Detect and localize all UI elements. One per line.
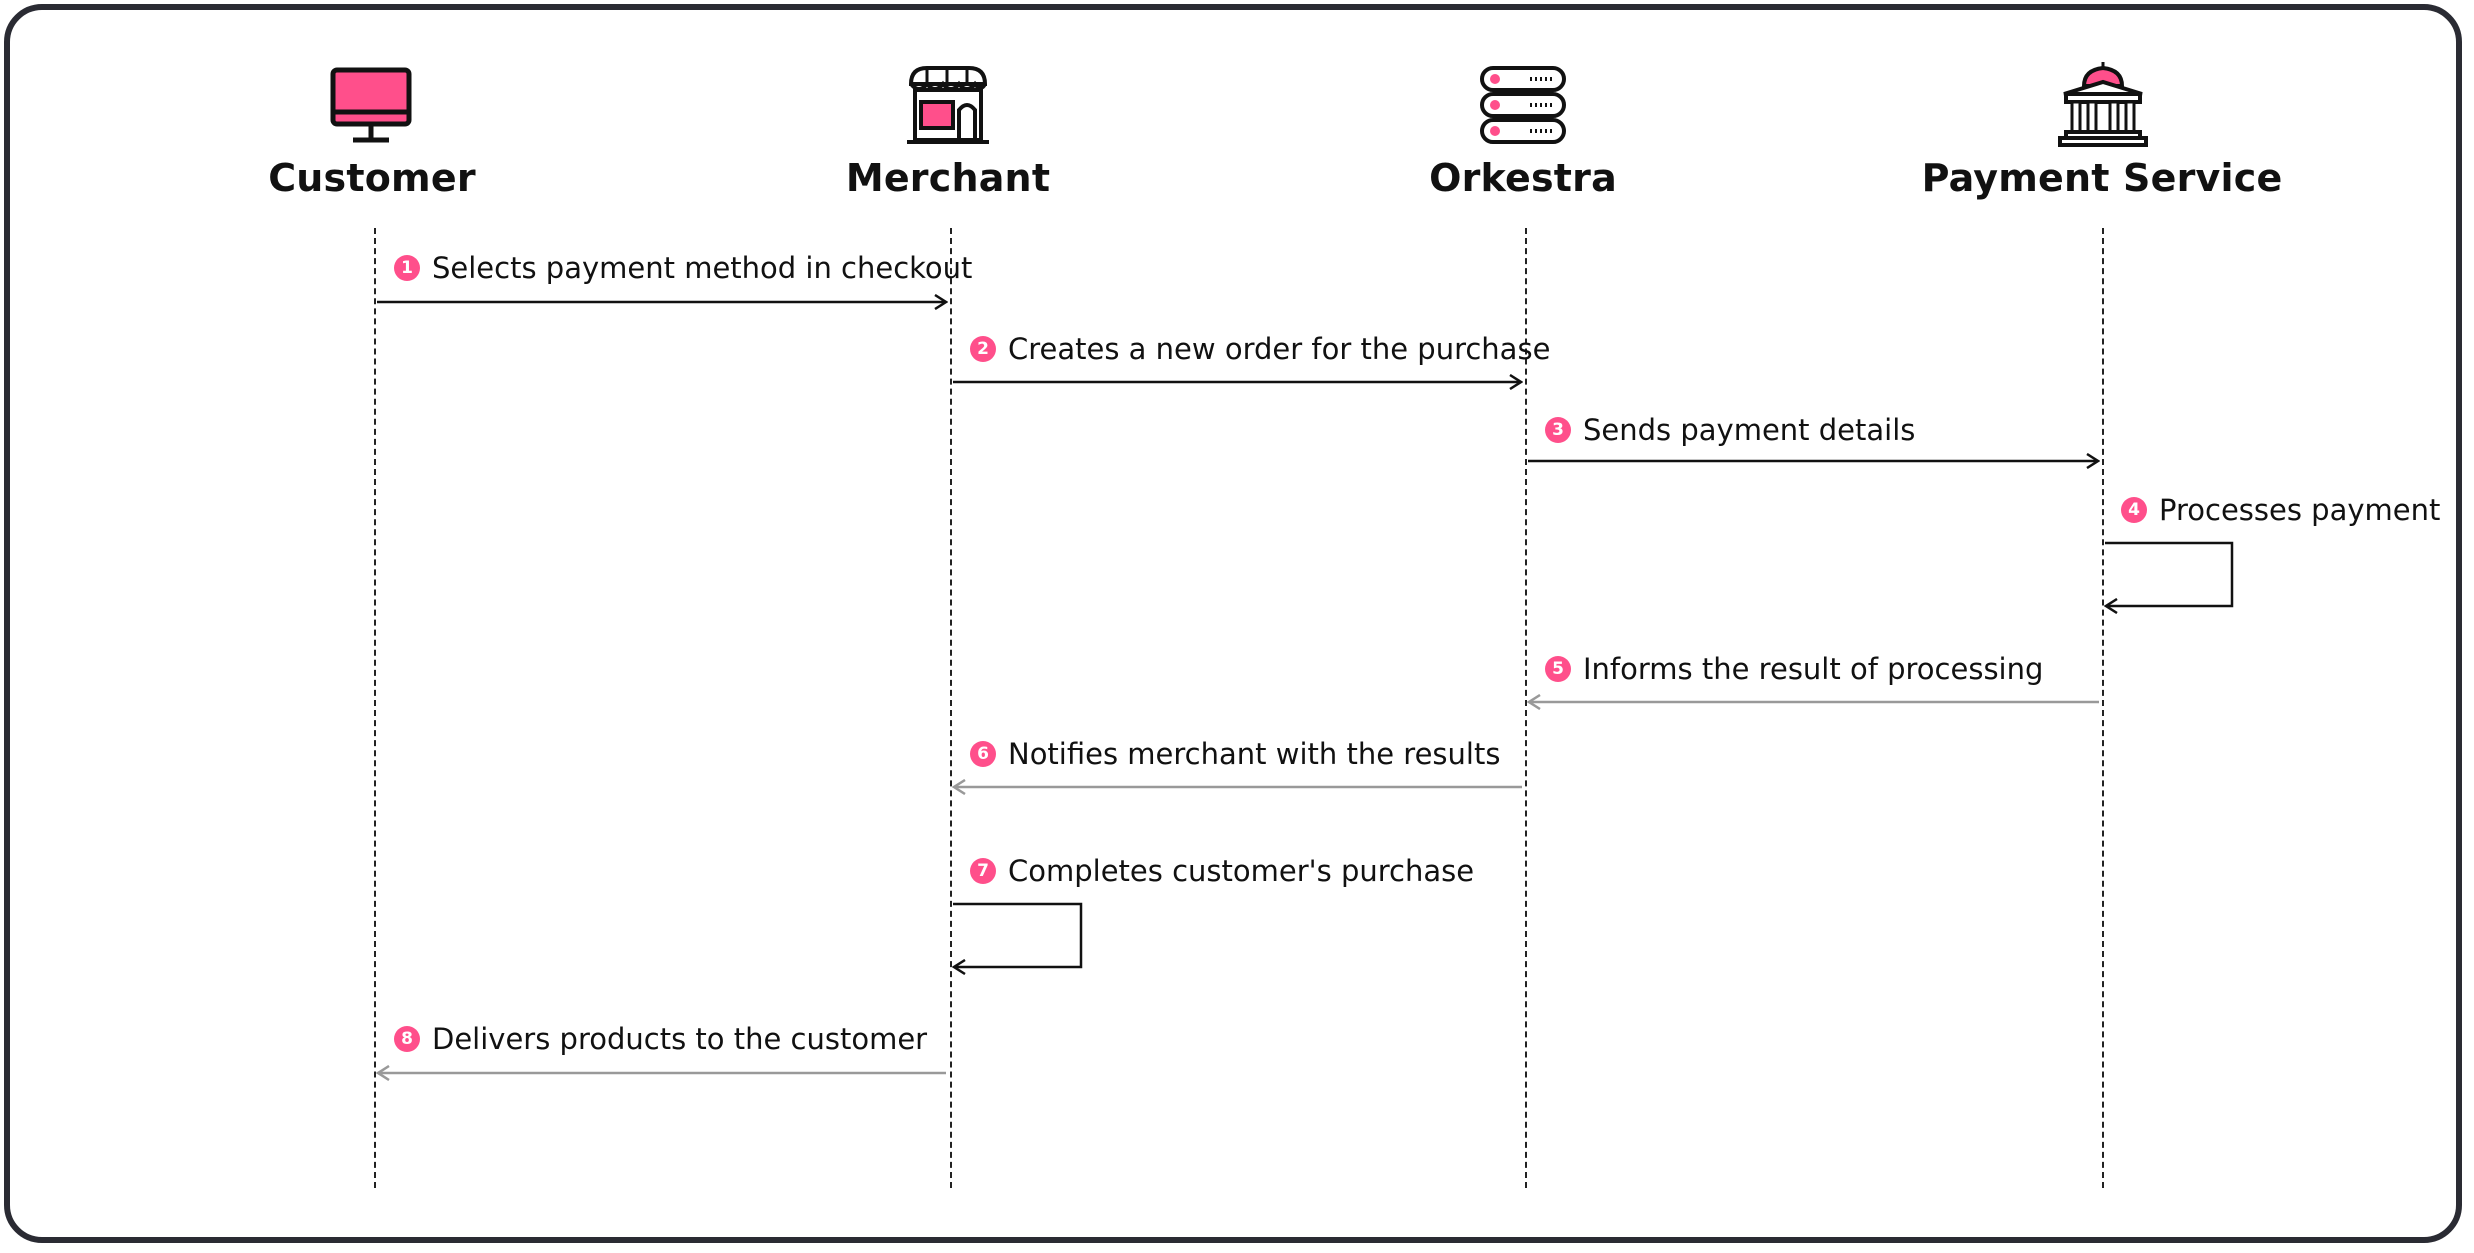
message-label-3: 3 Sends payment details: [1545, 412, 1915, 448]
message-text: Sends payment details: [1583, 413, 1916, 447]
actor-label-payment-service: Payment Service: [1921, 156, 2283, 200]
message-label-5: 5 Informs the result of processing: [1545, 651, 2043, 687]
message-text: Delivers products to the customer: [432, 1022, 928, 1056]
message-label-8: 8 Delivers products to the customer: [394, 1021, 927, 1057]
message-label-7: 7 Completes customer's purchase: [970, 853, 1474, 889]
arrow-step-4: [2105, 541, 2234, 606]
bank-icon: [2058, 62, 2148, 147]
lifeline-payment-service: [2102, 228, 2104, 1188]
message-text: Informs the result of processing: [1583, 652, 2044, 686]
step-badge: 2: [970, 336, 996, 362]
arrow-step-7: [953, 902, 1083, 967]
message-label-1: 1 Selects payment method in checkout: [394, 250, 972, 286]
monitor-icon: [330, 67, 412, 143]
lifeline-customer: [374, 228, 376, 1188]
step-badge: 6: [970, 741, 996, 767]
message-text: Creates a new order for the purchase: [1008, 332, 1551, 366]
message-label-2: 2 Creates a new order for the purchase: [970, 331, 1550, 367]
step-badge: 7: [970, 858, 996, 884]
lifeline-orkestra: [1525, 228, 1527, 1188]
message-text: Selects payment method in checkout: [432, 251, 973, 285]
step-badge: 8: [394, 1026, 420, 1052]
step-badge: 5: [1545, 656, 1571, 682]
step-badge: 3: [1545, 417, 1571, 443]
server-stack-icon: [1480, 66, 1566, 144]
step-badge: 4: [2121, 497, 2147, 523]
message-text: Processes payment: [2159, 493, 2441, 527]
actor-label-orkestra: Orkestra: [1429, 156, 1617, 200]
message-label-4: 4 Processes payment: [2121, 492, 2440, 528]
actor-label-merchant: Merchant: [845, 156, 1051, 200]
lifeline-merchant: [950, 228, 952, 1188]
message-text: Notifies merchant with the results: [1008, 737, 1501, 771]
step-badge: 1: [394, 255, 420, 281]
message-text: Completes customer's purchase: [1008, 854, 1475, 888]
message-label-6: 6 Notifies merchant with the results: [970, 736, 1500, 772]
actor-label-customer: Customer: [268, 156, 476, 200]
storefront-icon: [907, 66, 989, 144]
